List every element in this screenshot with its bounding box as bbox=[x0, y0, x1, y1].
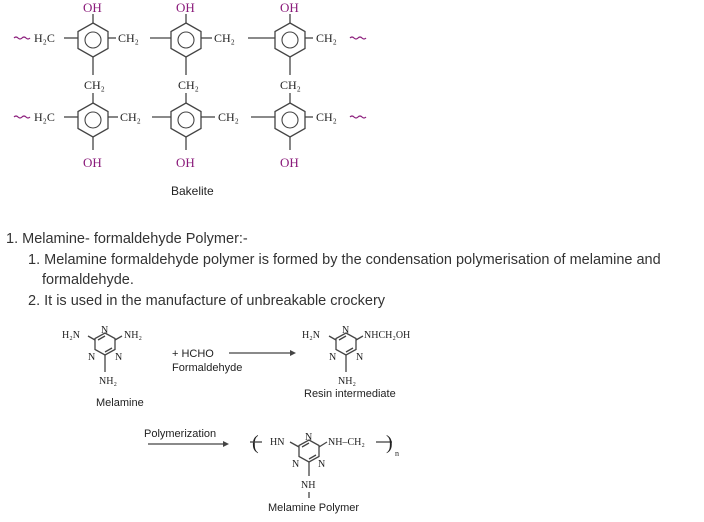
reagent-label: + HCHO bbox=[172, 348, 214, 360]
ch2-label: CH₂ bbox=[218, 110, 239, 124]
phenol-ring-top-1 bbox=[77, 22, 109, 58]
polymerization-label: Polymerization bbox=[144, 428, 216, 440]
nh2-label: NH₂ bbox=[99, 376, 117, 387]
polymer-ring bbox=[298, 439, 320, 463]
melamine-ring bbox=[94, 332, 116, 356]
n-label: N bbox=[318, 459, 325, 470]
bracket-open: ( bbox=[252, 432, 259, 454]
reagent-name: Formaldehyde bbox=[172, 362, 242, 374]
intermediate-caption: Resin intermediate bbox=[304, 388, 396, 400]
nhch2oh-label: NHCH₂OH bbox=[364, 330, 410, 341]
melamine-reaction: H₂N NH₂ N N N NH₂ Melamine + HCHO Formal… bbox=[62, 325, 410, 514]
n-label: N bbox=[305, 432, 312, 443]
sub-item-2: 2. It is used in the manufacture of unbr… bbox=[28, 293, 386, 309]
bracket-close: ) bbox=[386, 432, 393, 454]
ch2-label: CH₂ bbox=[178, 78, 199, 92]
oh-label: OH bbox=[83, 155, 102, 170]
n-label: N bbox=[342, 325, 349, 336]
nhch2-label: NH–CH₂ bbox=[328, 437, 365, 448]
polymer-caption: Melamine Polymer bbox=[268, 502, 359, 514]
n-label: N bbox=[356, 352, 363, 363]
nh-label: NH bbox=[301, 480, 315, 491]
h2c-label: H₂C bbox=[34, 31, 55, 45]
bakelite-caption: Bakelite bbox=[171, 184, 214, 198]
oh-label: OH bbox=[176, 155, 195, 170]
sub-item-1-line-1: 1. Melamine formaldehyde polymer is form… bbox=[28, 252, 661, 268]
h2n-label: H₂N bbox=[62, 330, 80, 341]
h2c-label: H₂C bbox=[34, 110, 55, 124]
n-label: N bbox=[329, 352, 336, 363]
ch2-label: CH₂ bbox=[280, 78, 301, 92]
oh-label: OH bbox=[280, 0, 299, 15]
ch2-label: CH₂ bbox=[214, 31, 235, 45]
oh-label: OH bbox=[176, 0, 195, 15]
oh-label: OH bbox=[83, 0, 102, 15]
oh-label: OH bbox=[280, 155, 299, 170]
nh2-label: NH₂ bbox=[338, 376, 356, 387]
ch2-label: CH₂ bbox=[120, 110, 141, 124]
n-label: N bbox=[115, 352, 122, 363]
intermediate-ring bbox=[335, 332, 357, 356]
n-label: N bbox=[101, 325, 108, 336]
phenol-ring-bottom-3 bbox=[274, 102, 306, 138]
n-label: N bbox=[292, 459, 299, 470]
subscript-n: n bbox=[395, 449, 399, 458]
phenol-ring-top-2 bbox=[170, 22, 202, 58]
ch2-label: CH₂ bbox=[316, 110, 337, 124]
phenol-ring-bottom-1 bbox=[77, 102, 109, 138]
bakelite-structure: OH OH OH OH OH OH H₂C H₂C CH₂ CH₂ CH₂ CH… bbox=[13, 0, 367, 198]
ch2-label: CH₂ bbox=[316, 31, 337, 45]
ch2-label: CH₂ bbox=[118, 31, 139, 45]
phenol-ring-top-3 bbox=[274, 22, 306, 58]
sub-item-1-line-2: formaldehyde. bbox=[42, 272, 134, 288]
ch2-label: CH₂ bbox=[84, 78, 105, 92]
nh2-label: NH₂ bbox=[124, 330, 142, 341]
list-item-melamine-formaldehyde: 1. Melamine- formaldehyde Polymer:- bbox=[6, 231, 248, 247]
phenol-ring-bottom-2 bbox=[170, 102, 202, 138]
h2n-label: H₂N bbox=[302, 330, 320, 341]
hn-label: HN bbox=[270, 437, 284, 448]
n-label: N bbox=[88, 352, 95, 363]
melamine-caption: Melamine bbox=[96, 397, 144, 409]
